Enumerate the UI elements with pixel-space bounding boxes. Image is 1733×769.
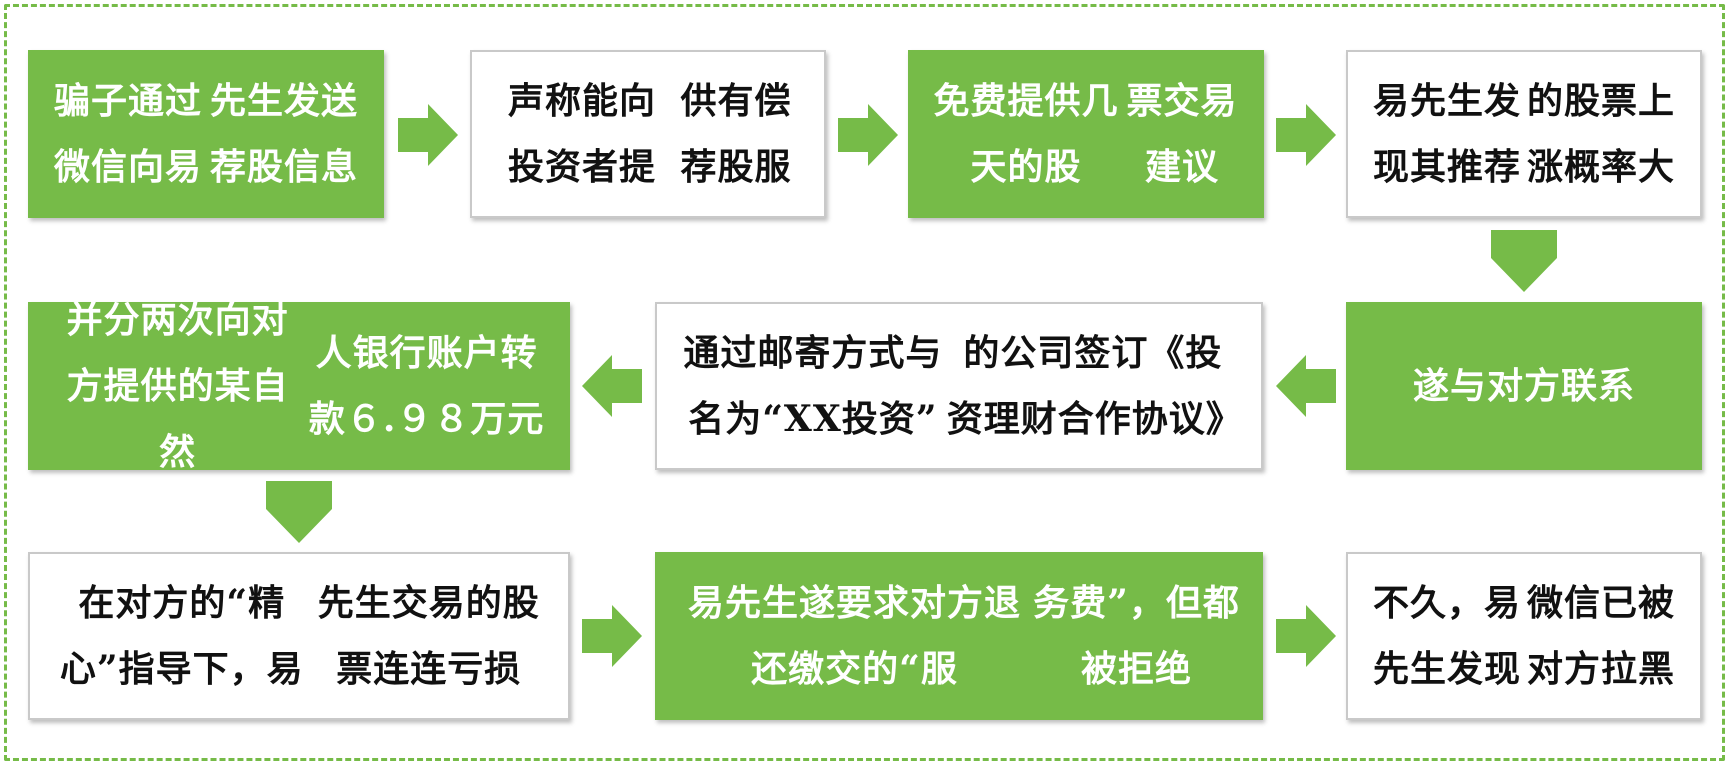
step-6-line-1: 通过邮寄方式与名为“XX投资” [683,332,943,440]
step-5-line-1: 遂与对方联系 [1412,365,1635,407]
step-2-box: 声称能向投资者提 供有偿荐股服 [470,50,826,218]
step-4-line-1: 易先生发现其推荐 [1372,80,1521,188]
step-8-line-1: 在对方的“精心”指导下，易 [59,582,304,690]
step-8-box: 在对方的“精心”指导下，易 先生交易的股票连连亏损 [28,552,570,720]
step-9-box: 易先生遂要求对方退还缴交的“服 务费”，但都被拒绝 [655,552,1263,720]
step-7-line-2: 人银行账户转款６.９８万元 [308,332,545,440]
arrow-right-1-icon [398,104,458,166]
step-6-line-2: 的公司签订《投资理财合作协议》 [946,332,1243,440]
step-7-box: 并分两次向对方提供的某自然 人银行账户转款６.９８万元 [28,299,570,473]
step-8-line-2: 先生交易的股票连连亏损 [317,582,540,690]
arrow-left-1-icon [1276,355,1336,417]
arrow-left-2-icon [582,355,642,417]
arrow-right-4-icon [582,605,642,667]
step-10-line-1: 不久，易先生发现 [1372,582,1521,690]
arrow-down-2-icon [266,481,332,543]
step-4-line-2: 的股票上涨概率大 [1526,80,1675,188]
step-1-line-2: 先生发送荐股信息 [209,80,358,188]
step-10-line-2: 微信已被对方拉黑 [1526,582,1675,690]
step-1-line-1: 骗子通过微信向易 [53,80,202,188]
step-9-line-1: 易先生遂要求对方退还缴交的“服 [688,582,1022,690]
step-3-box: 免费提供几天的股 票交易建议 [908,50,1264,218]
step-3-line-2: 票交易建议 [1126,80,1238,188]
dashed-frame [4,4,1725,761]
arrow-right-2-icon [838,104,898,166]
arrow-right-3-icon [1276,104,1336,166]
step-10-box: 不久，易先生发现 微信已被对方拉黑 [1346,552,1702,720]
arrow-down-1-icon [1491,230,1557,292]
step-2-line-1: 声称能向投资者提 [507,80,656,188]
step-3-line-1: 免费提供几天的股 [933,80,1119,188]
step-1-box: 骗子通过微信向易 先生发送荐股信息 [28,50,384,218]
step-9-line-2: 务费”，但都被拒绝 [1033,582,1240,690]
step-5-box: 遂与对方联系 [1346,302,1702,470]
step-6-box: 通过邮寄方式与名为“XX投资” 的公司签订《投资理财合作协议》 [655,302,1263,470]
step-7-line-1: 并分两次向对方提供的某自然 [66,299,289,473]
step-4-box: 易先生发现其推荐 的股票上涨概率大 [1346,50,1702,218]
step-2-line-2: 供有偿荐股服 [680,80,792,188]
arrow-right-5-icon [1276,605,1336,667]
